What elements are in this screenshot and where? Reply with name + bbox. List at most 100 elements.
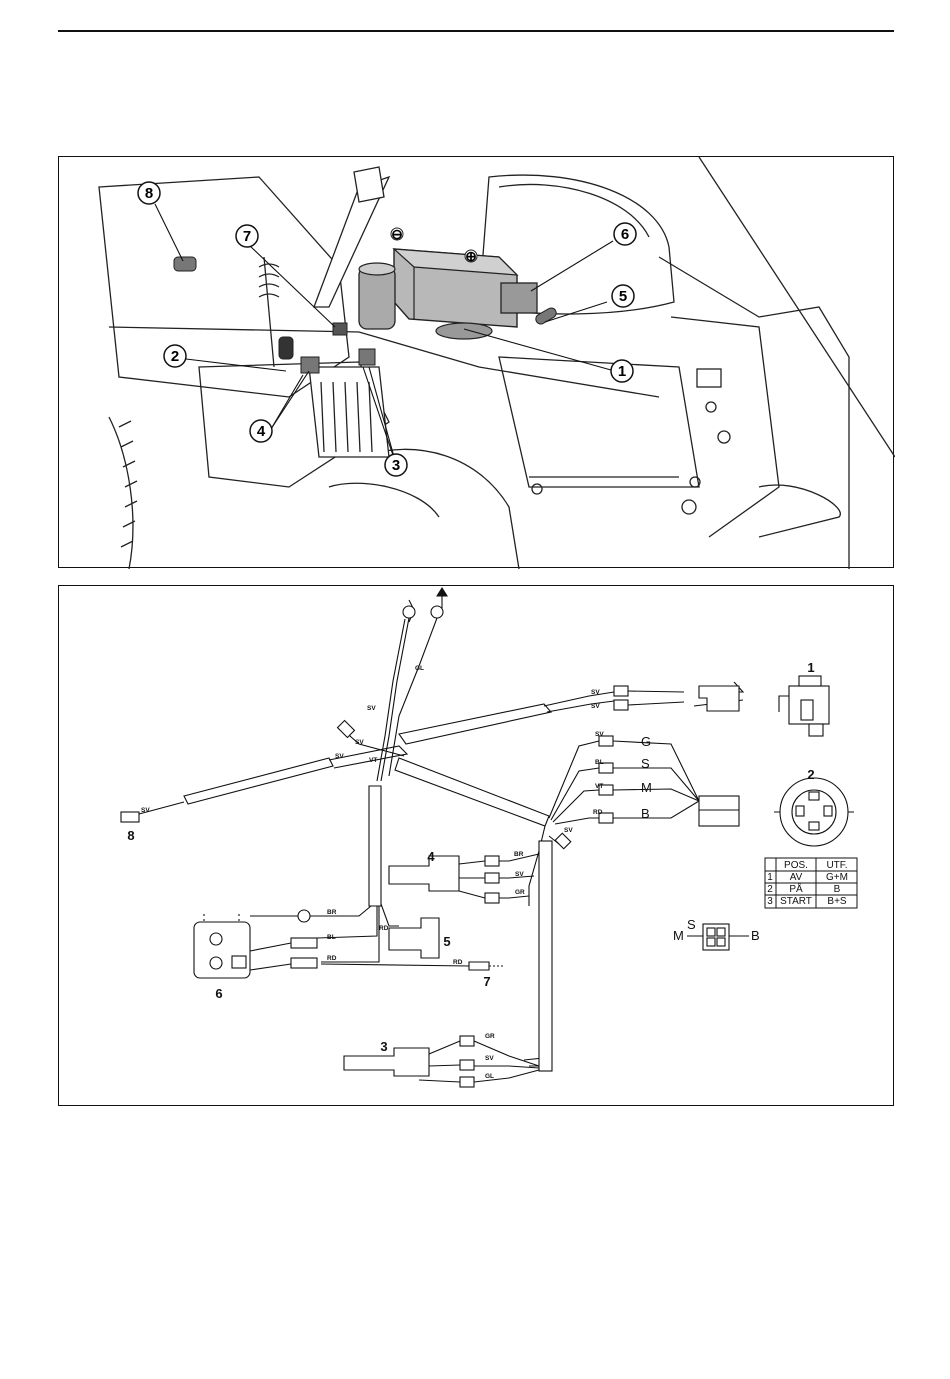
switch-4-body [389,856,459,891]
sheath-vertical [369,786,381,906]
component-2-ignition [774,778,854,846]
wire-tag: RD [453,959,463,966]
part-2-key [279,337,293,359]
wire-tag: GR [485,1033,495,1040]
table-cell: PÅ [789,882,803,895]
battery-minus-label: ⊖ [391,226,403,242]
pin-b: B [751,928,760,943]
label-6: 6 [215,986,222,1001]
svg-text:3: 3 [392,457,400,474]
ring-lug-6 [298,910,310,922]
bolt-d [532,484,542,494]
tractor-illustration: 8 7 2 4 3 1 5 6 ⊖ ⊕ [59,157,895,569]
wire-tag: VT [369,757,377,764]
label-3: 3 [380,1039,387,1054]
table-cell: G+M [826,872,848,883]
callout-1: 1 [611,360,633,382]
spring [259,264,279,297]
wire-tag: BL [595,759,604,766]
table-cell: B [834,884,841,895]
floor-panel [499,357,699,487]
svg-text:7: 7 [243,228,251,245]
wire-tag: SV [564,827,573,834]
starter-cylinder [359,263,395,329]
relay-5-body [389,918,439,958]
wire-tag: SV [591,703,600,710]
wheel-arch [359,449,519,569]
wire-tag: SV [591,689,600,696]
label-1: 1 [807,660,814,675]
battery-lug-left [403,606,415,618]
connector-8 [121,812,139,822]
top-rule [58,30,894,32]
bolt-c [682,500,696,514]
callout-7: 7 [236,225,258,247]
label-7: 7 [483,974,490,989]
wire-tag: SV [515,871,524,878]
illustration-panel: 8 7 2 4 3 1 5 6 ⊖ ⊕ [58,156,894,568]
callout-3: 3 [385,454,407,476]
table-cell: B+S [827,896,847,907]
wire-tag: RD [593,809,603,816]
wire-tag: SV [355,739,364,746]
wire-tag: RD [379,925,389,932]
callout-5: 5 [612,285,634,307]
table-cell: 1 [767,872,773,883]
wiring-diagram: 1 2 3 4 5 6 7 8 G S M B S M B GL SV SV S… [59,586,895,1107]
svg-text:8: 8 [145,185,153,202]
table-header-utf: UTF. [826,860,847,871]
bolt-b [718,431,730,443]
fuse-holder-6 [194,922,250,978]
louvred-cover [309,367,389,457]
pin-s: S [687,917,696,932]
connector-1-plug [699,686,739,711]
battery-plus-label: ⊕ [465,248,477,264]
svg-text:1: 1 [618,363,626,380]
connector-right [555,833,571,849]
ignition-pin-block [687,924,749,950]
part-7-nut [333,323,347,335]
terminal-b: B [641,806,650,821]
rear-block [697,369,721,387]
terminal-s: S [641,756,650,771]
sheath-center [395,758,549,826]
svg-text:5: 5 [619,288,627,305]
wire-tag: BR [327,909,337,916]
part-3-switch [359,349,375,365]
table-cell: 3 [767,896,773,907]
callout-6: 6 [614,223,636,245]
label-4: 4 [427,849,435,864]
table-cell: START [780,896,812,907]
callout-2: 2 [164,345,186,367]
table-cell: AV [790,872,803,883]
wire-tag: VT [595,783,603,790]
fuse-holder [501,283,537,313]
lever-handle [354,167,384,202]
table-header-pos: POS. [784,860,808,871]
wire-tag: SV [595,731,604,738]
battery-lug-right [431,606,443,618]
svg-text:2: 2 [171,348,179,365]
bolt-a [706,402,716,412]
tyre-left [109,417,133,569]
terminal-m: M [641,780,652,795]
label-8: 8 [127,828,134,843]
pin-m: M [673,928,684,943]
terminal-g: G [641,734,651,749]
sheath-left [184,758,333,804]
wire-tag: SV [367,705,376,712]
wire-tag: SV [485,1055,494,1062]
wire-tag: SV [335,753,344,760]
svg-text:6: 6 [621,226,629,243]
label-2: 2 [807,767,814,782]
tyre-right [329,483,439,517]
wire-tag: BL [327,934,336,941]
wire-tag: RD [327,955,337,962]
callout-8: 8 [138,182,160,204]
part-4-switch [301,357,319,373]
sheath-upper [399,704,551,744]
wiring-panel: 1 2 3 4 5 6 7 8 G S M B S M B GL SV SV S… [58,585,894,1106]
sheath-long-vertical [539,841,552,1071]
lug-arrow [437,588,447,596]
callout-4: 4 [250,420,272,442]
